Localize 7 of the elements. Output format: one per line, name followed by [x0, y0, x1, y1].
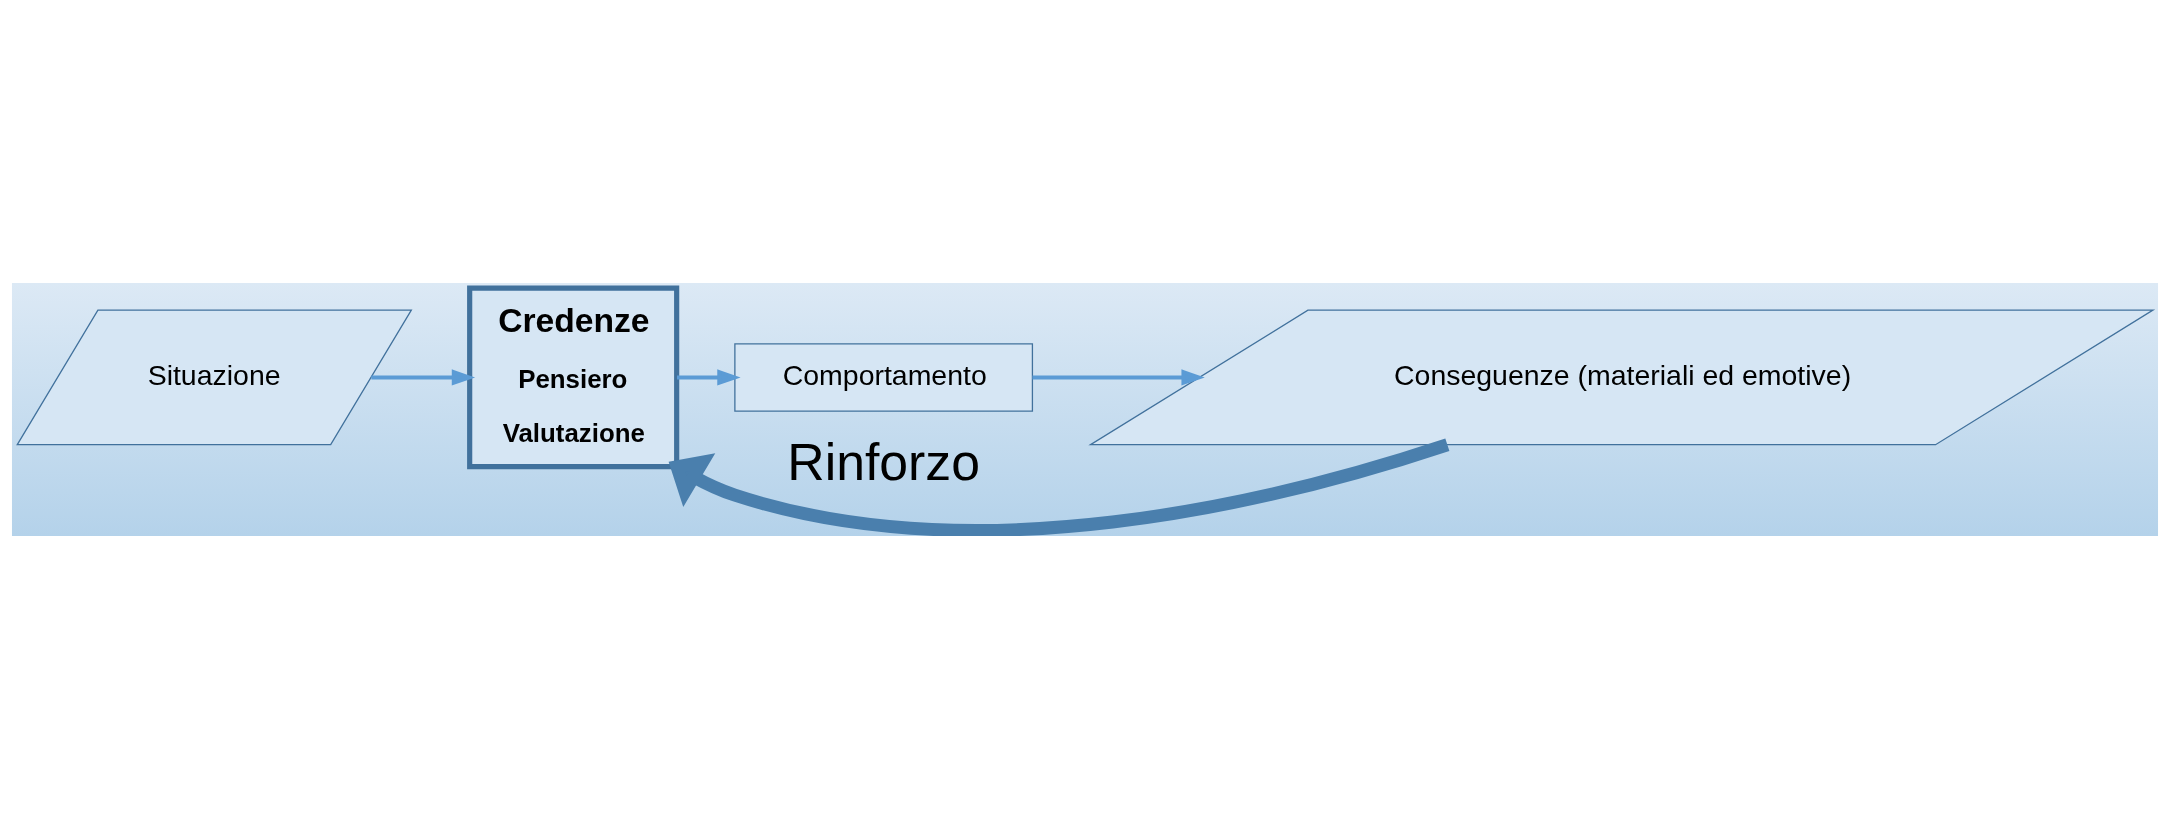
edge-label: Rinforzo [787, 432, 980, 491]
arrow [1032, 369, 1205, 386]
arrow [371, 369, 476, 386]
node-box: Comportamento [734, 343, 1034, 412]
arrow [668, 438, 1450, 536]
node-box: Credenze Pensiero Valutazione [467, 285, 680, 470]
arrow [677, 369, 741, 386]
